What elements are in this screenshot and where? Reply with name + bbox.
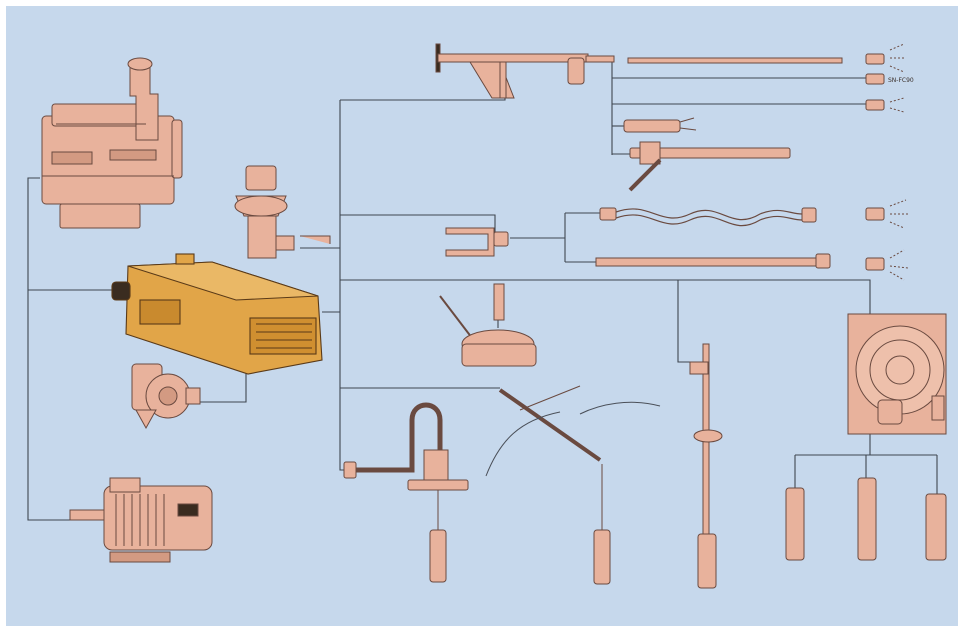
gearbox [131, 363, 201, 430]
nozzle-tag: SN-FC90 [888, 77, 914, 84]
nozzles [865, 43, 906, 113]
flexible-lance-fittings [595, 199, 909, 281]
connection-lines [27, 60, 938, 521]
pipe-cleaner [343, 402, 469, 583]
pressure-regulator [234, 165, 331, 259]
sewer-nozzles [785, 477, 947, 561]
high-pressure-pump [111, 253, 323, 375]
drain-lance [689, 343, 723, 589]
tank-cleaning-head [445, 227, 509, 257]
lance-variants [623, 57, 843, 192]
surface-cleaner [439, 283, 537, 367]
hose-reel [847, 313, 947, 435]
electric-motor [69, 477, 213, 563]
flexible-lance [615, 208, 803, 227]
spray-gun [435, 43, 615, 99]
sewer-lance [485, 385, 661, 585]
diesel-engine [41, 57, 183, 229]
